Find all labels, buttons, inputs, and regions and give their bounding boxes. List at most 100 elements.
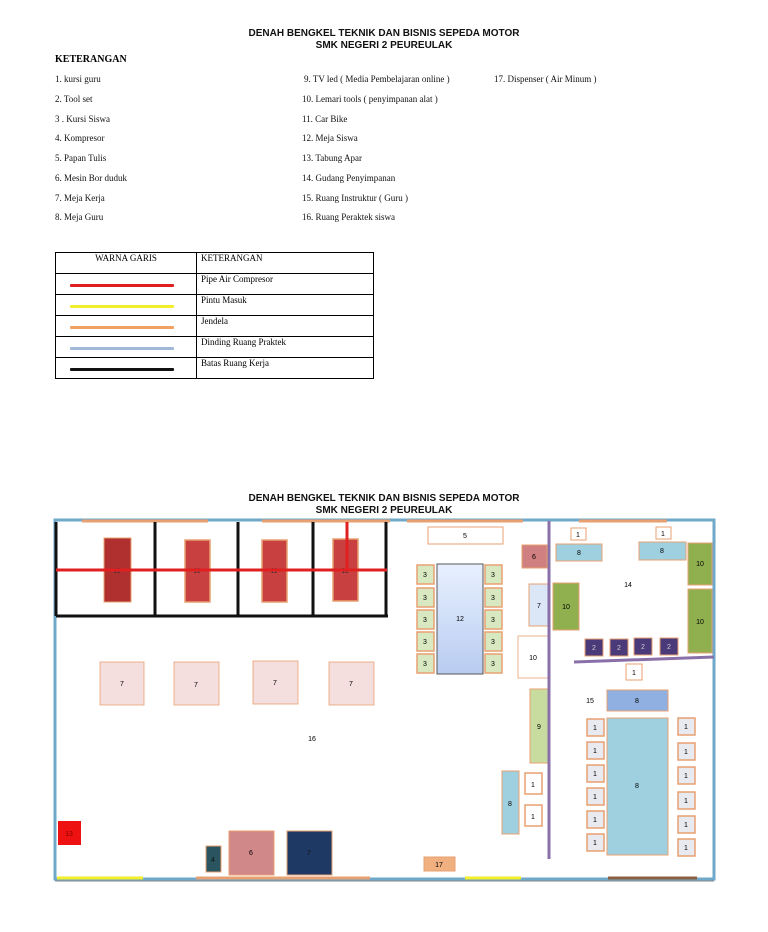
legend-item: 10. Lemari tools ( penyimpanan alat ) <box>302 94 438 104</box>
student-chair <box>484 564 503 585</box>
work-table <box>286 830 333 876</box>
plan-title: DENAH BENGKEL TEKNIK DAN BISNIS SEPEDA M… <box>248 493 520 504</box>
area-label: 15 <box>586 698 594 705</box>
plan-subtitle: SMK NEGERI 2 PEUREULAK <box>315 505 453 516</box>
compressor <box>205 845 222 873</box>
teacher-chair <box>625 663 643 681</box>
line-swatch <box>70 368 174 371</box>
box-label: 3 <box>423 661 427 668</box>
work-table <box>99 661 145 706</box>
legend-item: 5. Papan Tulis <box>55 153 107 163</box>
teacher-chair <box>677 742 696 761</box>
box-label: 3 <box>491 572 495 579</box>
tool-set <box>609 638 629 657</box>
box-label: 1 <box>684 773 688 780</box>
box-label: 10 <box>529 655 537 662</box>
box-label: 6 <box>532 554 536 561</box>
line-swatch <box>70 284 174 287</box>
box-label: 3 <box>491 595 495 602</box>
box-label: 8 <box>660 548 664 555</box>
tool-cabinet <box>687 588 713 654</box>
box-label: 3 <box>423 639 427 646</box>
teacher-chair <box>524 772 543 795</box>
box-label: 1 <box>684 845 688 852</box>
teacher-chair <box>677 766 696 785</box>
legend-item: 12. Meja Siswa <box>302 133 358 143</box>
box-label: 1 <box>531 782 535 789</box>
legend-item: 16. Ruang Peraktek siswa <box>302 212 395 222</box>
box-label: 7 <box>349 681 353 688</box>
tool-cabinet <box>517 635 549 679</box>
box-label: 3 <box>423 572 427 579</box>
tool-cabinet <box>687 542 713 586</box>
line-swatch <box>70 347 174 350</box>
drill-press <box>228 830 275 876</box>
legend-item: 15. Ruang Instruktur ( Guru ) <box>302 193 408 203</box>
tool-set <box>633 637 653 656</box>
instructor-chairs-left: 1 1 1 1 1 1 <box>586 718 605 852</box>
box-label: 7 <box>273 680 277 687</box>
student-table <box>436 563 484 675</box>
box-label: 2 <box>641 644 645 651</box>
teacher-table <box>555 543 603 562</box>
student-chair <box>416 631 435 652</box>
box-label: 6 <box>249 850 253 857</box>
table-row: Pintu Masuk <box>55 294 374 316</box>
line-swatch-cell <box>55 357 197 379</box>
box-label: 3 <box>491 639 495 646</box>
area-label: 14 <box>624 582 632 589</box>
box-label: 1 <box>684 822 688 829</box>
teacher-table <box>606 689 669 712</box>
page-title: DENAH BENGKEL TEKNIK DAN BISNIS SEPEDA M… <box>248 28 520 39</box>
box-label: 2 <box>667 644 671 651</box>
student-chair <box>484 609 503 630</box>
box-label: 10 <box>696 619 704 626</box>
box-label: 1 <box>632 670 636 677</box>
box-label: 4 <box>211 857 215 864</box>
work-table <box>252 660 299 705</box>
box-label: 9 <box>537 724 541 731</box>
fire-extinguisher <box>58 821 81 845</box>
table-row: Jendela <box>55 315 374 337</box>
line-swatch <box>70 326 174 329</box>
tool-cabinet <box>552 582 580 631</box>
teacher-table <box>606 717 669 856</box>
box-label: 1 <box>593 771 597 778</box>
line-color-table: WARNA GARIS KETERANGAN Pipe Air Compreso… <box>55 252 374 379</box>
box-label: 7 <box>194 682 198 689</box>
box-label: 3 <box>423 595 427 602</box>
box-label: 17 <box>435 862 443 869</box>
teacher-chair <box>586 833 605 852</box>
student-chair <box>484 631 503 652</box>
box-label: 1 <box>531 814 535 821</box>
water-dispenser <box>423 856 456 872</box>
box-label: 7 <box>307 850 311 857</box>
box-label: 10 <box>562 604 570 611</box>
whiteboard <box>427 526 504 545</box>
room-wall <box>573 655 715 664</box>
box-label: 8 <box>577 550 581 557</box>
legend-item: 1. kursi guru <box>55 74 101 84</box>
work-table <box>173 661 220 706</box>
student-chair <box>416 564 435 585</box>
legend-item: 4. Kompresor <box>55 133 105 143</box>
teacher-chair <box>570 527 587 541</box>
legend-item: 9. TV led ( Media Pembelajaran online ) <box>304 74 450 84</box>
teacher-chair <box>677 791 696 810</box>
teacher-chair <box>524 804 543 827</box>
box-label: 3 <box>491 661 495 668</box>
box-label: 1 <box>684 749 688 756</box>
legend-item: 2. Tool set <box>55 94 93 104</box>
student-chairs-right: 3 3 3 3 3 <box>484 564 503 674</box>
box-label: 1 <box>593 725 597 732</box>
teacher-chair <box>677 815 696 834</box>
student-chairs-left: 3 3 3 3 3 <box>416 564 435 674</box>
student-chair <box>484 653 503 674</box>
legend-item: 11. Car Bike <box>302 114 348 124</box>
teacher-chair <box>677 717 696 736</box>
teacher-chair <box>586 741 605 760</box>
page-subtitle: SMK NEGERI 2 PEUREULAK <box>315 40 453 51</box>
box-label: 12 <box>456 616 464 623</box>
box-label: 1 <box>593 840 597 847</box>
box-label: 7 <box>120 681 124 688</box>
